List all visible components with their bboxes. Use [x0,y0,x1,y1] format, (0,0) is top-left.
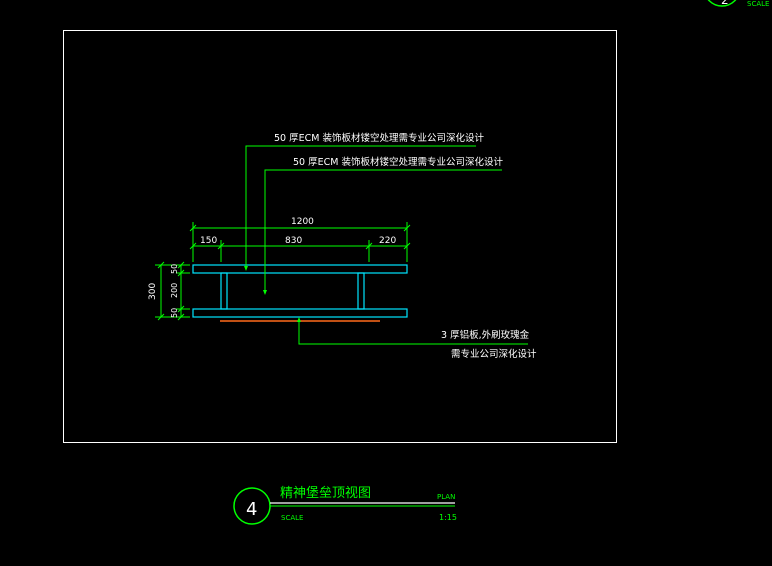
left-post [220,272,228,310]
dim-h-top: 50 [170,264,179,274]
tick [157,261,165,269]
leader-bottom [298,320,528,345]
title-block: 4 精神堡垒顶视图 PLAN SCALE 1:15 [233,485,457,525]
corner-number: 2 [721,0,729,7]
corner-title-block: 2 SCALE [707,0,769,8]
tick [177,261,185,269]
leader-arrows [244,266,301,322]
scale-value: 1:15 [439,513,457,522]
sign-plan [192,264,408,322]
annotation-bottom-2: 需专业公司深化设计 [451,348,537,360]
dim-seg-right: 220 [379,236,396,246]
tick [403,224,411,232]
arrow-head [263,290,267,295]
plan-label: PLAN [437,493,455,501]
vertical-dimensions [155,261,190,321]
corner-circle [707,0,737,7]
tick [189,224,197,232]
dim-h-bottom: 50 [170,308,179,318]
arrow-head [244,266,248,271]
dim-total-height: 300 [148,283,158,300]
annotation-top-2: 50 厚ECM 装饰板材镂空处理需专业公司深化设计 [293,156,503,168]
dim-seg-mid: 830 [285,236,302,246]
annotation-bottom-1: 3 厚铝板,外刷玫瑰金 [441,329,530,341]
right-post [357,272,365,310]
title-number: 4 [246,499,257,520]
tick [177,313,185,321]
scale-label: SCALE [281,514,303,522]
drawing-title: 精神堡垒顶视图 [280,485,371,501]
drawing-frame [63,30,617,443]
dim-total-width: 1200 [291,217,314,227]
tick [177,305,185,313]
dim-seg-left: 150 [200,236,217,246]
leader-top-2 [264,169,502,292]
tick [177,269,185,277]
tick [365,242,373,250]
annotation-top-1: 50 厚ECM 装饰板材镂空处理需专业公司深化设计 [274,132,484,144]
tick [189,242,197,250]
tick [403,242,411,250]
arrow-head [297,317,301,322]
leader-lines [245,145,528,345]
corner-scale-label: SCALE [747,0,769,8]
tick [217,242,225,250]
horizontal-dimensions [189,222,411,262]
dim-h-mid: 200 [170,283,179,298]
bottom-panel [192,308,408,318]
leader-top-1 [245,145,476,268]
tick [157,313,165,321]
top-panel [192,264,408,274]
